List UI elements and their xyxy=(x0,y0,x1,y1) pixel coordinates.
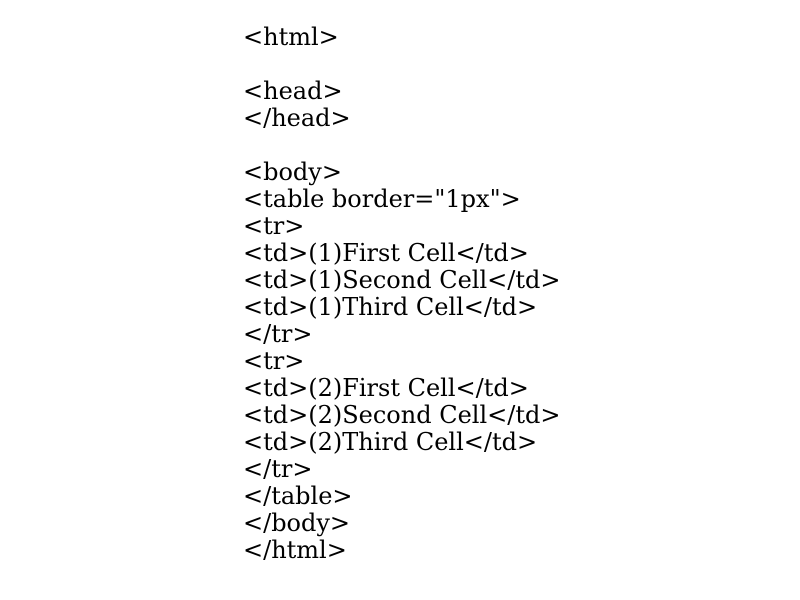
code-line: </head> xyxy=(243,104,351,132)
code-line: <html> xyxy=(243,23,339,51)
code-line: </body> xyxy=(243,509,351,537)
code-line: <tr> xyxy=(243,347,305,375)
code-line xyxy=(243,132,560,159)
code-line: </tr> xyxy=(243,320,313,348)
code-line: <head> xyxy=(243,77,343,105)
code-line: <td>(2)First Cell</td> xyxy=(243,374,529,402)
code-line: <td>(2)Second Cell</td> xyxy=(243,401,561,429)
code-line: <body> xyxy=(243,158,342,186)
code-line: <td>(1)First Cell</td> xyxy=(243,239,529,267)
code-line: <td>(1)Second Cell</td> xyxy=(243,266,561,294)
code-line: </tr> xyxy=(243,455,313,483)
code-line: </html> xyxy=(243,536,347,564)
code-line: <td>(2)Third Cell</td> xyxy=(243,428,538,456)
code-line: <td>(1)Third Cell</td> xyxy=(243,293,538,321)
code-line: <tr> xyxy=(243,212,305,240)
code-block: <html> <head></head> <body><table border… xyxy=(243,24,560,564)
code-line xyxy=(243,51,560,78)
code-line: <table border="1px"> xyxy=(243,185,521,213)
code-line: </table> xyxy=(243,482,353,510)
